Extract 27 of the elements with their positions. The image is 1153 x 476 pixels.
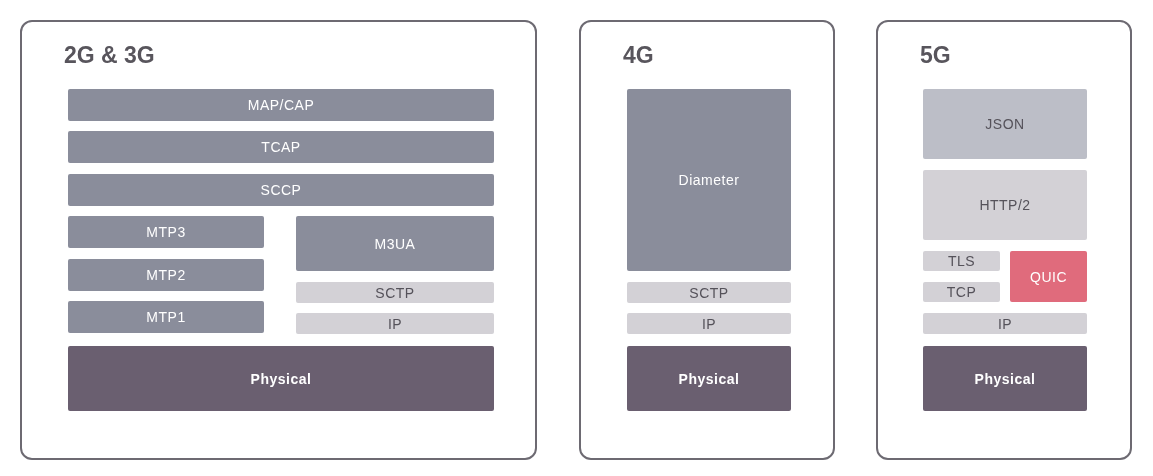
protocol-layer: SCCP [68,174,494,206]
generation-panel [579,20,835,460]
protocol-layer: SCTP [296,282,494,303]
protocol-layer: TLS [923,251,1000,271]
protocol-layer: IP [296,313,494,334]
protocol-layer: Diameter [627,89,791,271]
protocol-layer: TCP [923,282,1000,302]
protocol-layer: MTP3 [68,216,264,248]
highlighted-protocol-layer: QUIC [1010,251,1087,302]
physical-layer: Physical [68,346,494,411]
panel-title: 4G [623,42,654,69]
protocol-layer: JSON [923,89,1087,159]
protocol-layer: IP [923,313,1087,334]
protocol-layer: M3UA [296,216,494,271]
panel-title: 5G [920,42,951,69]
generation-panel [20,20,537,460]
protocol-layer: SCTP [627,282,791,303]
protocol-layer: MTP2 [68,259,264,291]
physical-layer: Physical [627,346,791,411]
protocol-layer: MTP1 [68,301,264,333]
generation-panel [876,20,1132,460]
protocol-layer: HTTP/2 [923,170,1087,240]
protocol-layer: TCAP [68,131,494,163]
protocol-layer: MAP/CAP [68,89,494,121]
protocol-layer: IP [627,313,791,334]
physical-layer: Physical [923,346,1087,411]
panel-title: 2G & 3G [64,42,155,69]
